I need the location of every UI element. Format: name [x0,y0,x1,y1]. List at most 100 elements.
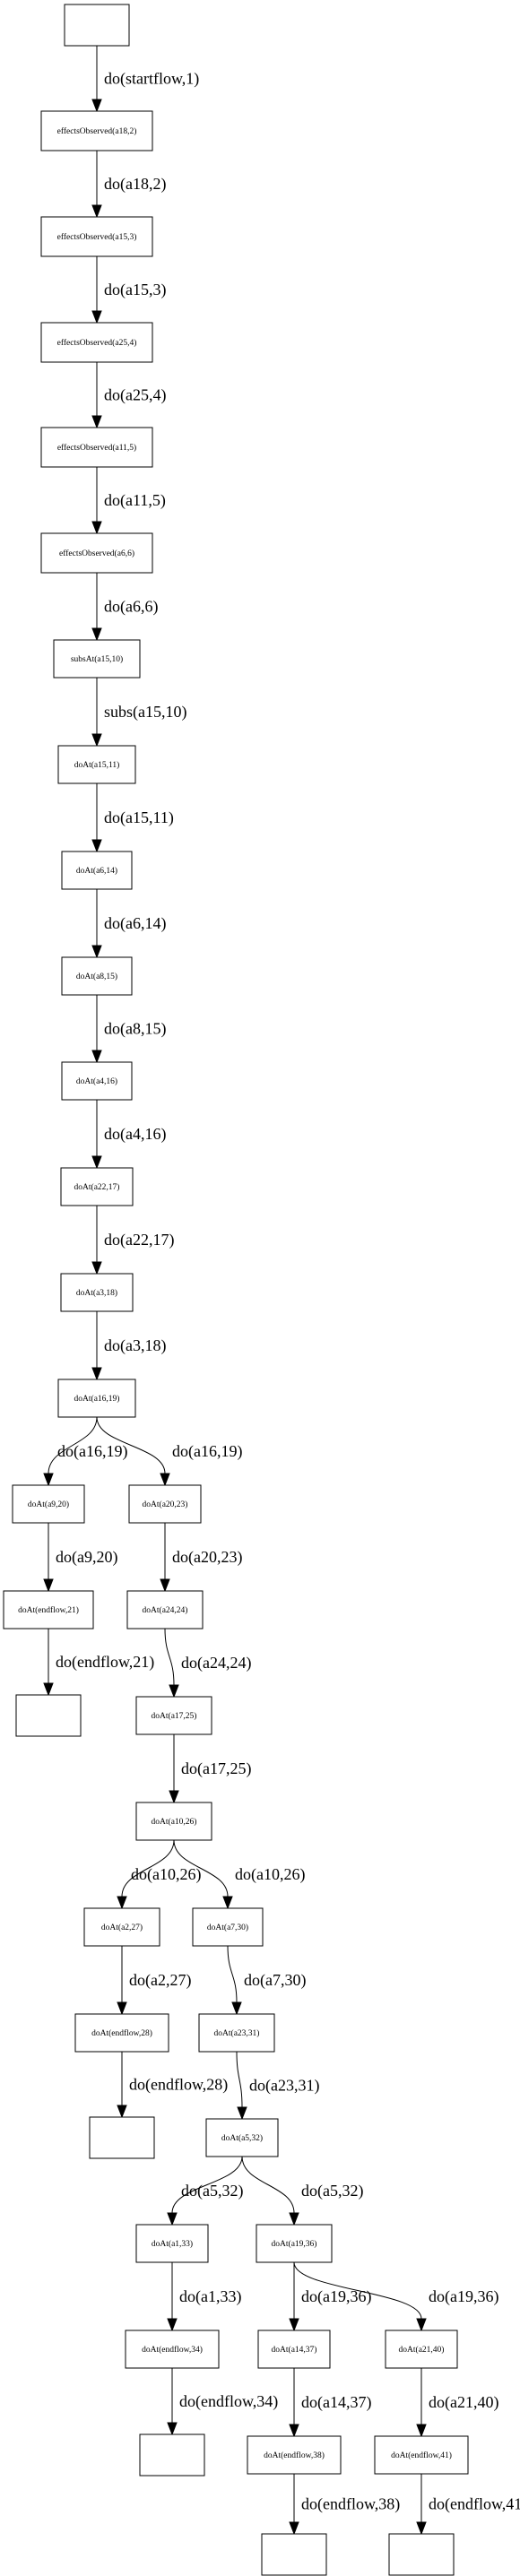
edge-label: do(endflow,21) [56,1653,154,1672]
node-box [257,2330,331,2369]
edge-label: do(endflow,28) [129,2076,228,2095]
node-n2: effectsObserved(a15,3) [40,216,153,257]
edge-label: do(a24,24) [181,1654,251,1673]
edge-n6-n7: subs(a15,10) [91,678,187,748]
node-n33: doAt(endflow,38) [247,2435,342,2475]
edge-n14-n16: do(a9,20) [43,1523,117,1593]
arrowhead-icon [91,521,102,535]
node-n28: doAt(a19,36) [256,2224,333,2263]
node-box [40,110,153,151]
arrowhead-icon [91,204,102,219]
edge-label: do(a5,32) [181,2182,243,2200]
node-n30: doAt(a14,37) [257,2330,331,2369]
edge-n31-n34: do(a21,40) [416,2368,498,2438]
edge-label: do(endflow,38) [301,2495,400,2514]
edge-label: do(a6,6) [104,598,158,617]
node-box [374,2435,469,2475]
node-box [40,427,153,468]
node-box [247,2435,342,2475]
edge-label: do(a21,40) [429,2393,498,2412]
edge-n1-n2: do(a18,2) [91,151,166,219]
edge-label: do(a17,25) [181,1759,251,1778]
edge-label: do(a8,15) [104,1020,166,1039]
node-n21: doAt(a2,27) [83,1907,160,1947]
edge-n19-n20: do(a17,25) [169,1734,251,1804]
node-n27: doAt(a1,33) [135,2224,209,2263]
arrowhead-icon [167,2422,178,2436]
edge-n24-n26: do(a23,31) [236,2051,319,2121]
edge-label: do(a6,14) [104,914,166,933]
node-n22: doAt(a7,30) [192,1907,264,1947]
node-box [12,1484,85,1524]
arrowhead-icon [160,1578,170,1593]
edge-n22-n24: do(a7,30) [227,1945,306,2016]
arrowhead-icon [117,2105,127,2119]
node-box [57,1379,136,1418]
node-box [83,1907,160,1947]
node-box [74,2013,169,2053]
arrowhead-icon [91,839,102,853]
node-n11: doAt(a22,17) [60,1167,134,1206]
node-label: subsAt(a15,10) [71,654,123,664]
nodes-layer: effectsObserved(a18,2)effectsObserved(a1… [3,4,469,2576]
edge-n28-n30: do(a19,36) [289,2262,371,2332]
node-label: doAt(a3,18) [76,1288,117,1298]
node-label: doAt(a10,26) [152,1817,197,1827]
edge-n27-n29: do(a1,33) [167,2262,241,2332]
node-n16: doAt(endflow,21) [3,1590,94,1629]
node-label: doAt(endflow,28) [91,2028,152,2038]
node-label: effectsObserved(a15,3) [57,232,137,242]
arrowhead-icon [91,310,102,324]
node-box [57,745,136,784]
edge-n12-n13: do(a3,18) [91,1311,166,1381]
arrowhead-icon [231,2001,242,2016]
edge-label: do(a11,5) [104,491,166,510]
arrowhead-icon [91,1261,102,1275]
edge-n20-n21: do(a10,26) [117,1839,201,1910]
edge-n9-n10: do(a8,15) [91,995,166,1064]
arrowhead-icon [91,1050,102,1064]
node-box [126,1590,204,1629]
node-label: doAt(a9,20) [28,1500,69,1509]
node-label: doAt(a16,19) [74,1394,120,1404]
edge-label: do(a22,17) [104,1231,174,1249]
node-n12: doAt(a3,18) [60,1273,134,1312]
edge-label: do(a19,36) [429,2287,498,2306]
node-label: doAt(a1,33) [152,2239,193,2249]
arrowhead-icon [169,1684,179,1699]
node-label: doAt(endflow,21) [18,1605,79,1615]
edge-label: do(a25,4) [104,386,166,405]
node-n5: effectsObserved(a6,6) [40,532,153,574]
edge-n26-n28: do(a5,32) [241,2156,363,2226]
arrowhead-icon [91,945,102,959]
edge-n8-n9: do(a6,14) [91,889,166,959]
node-label: doAt(a19,36) [272,2239,317,2249]
node-label: doAt(a20,23) [143,1500,188,1509]
node-box [60,1273,134,1312]
node-n32 [139,2433,205,2477]
node-box [256,2224,333,2263]
arrowhead-icon [169,1790,179,1804]
arrowhead-icon [91,1367,102,1381]
arrowhead-icon [167,2212,178,2226]
edge-label: do(a9,20) [56,1548,117,1567]
edge-n16-n18: do(endflow,21) [43,1629,154,1697]
edge-line [173,1839,229,1897]
edge-label: do(a5,32) [301,2182,363,2200]
edge-label: do(a14,37) [301,2393,371,2412]
edge-line [293,2261,422,2320]
node-box [60,1167,134,1206]
edge-label: do(a15,11) [104,808,174,827]
node-box [135,2224,209,2263]
node-n31: doAt(a21,40) [385,2330,458,2369]
node-label: effectsObserved(a11,5) [57,443,136,453]
edge-n30-n33: do(a14,37) [289,2368,371,2438]
arrowhead-icon [91,627,102,642]
node-n17: doAt(a24,24) [126,1590,204,1629]
arrowhead-icon [167,2318,178,2332]
node-n24: doAt(a23,31) [198,2013,275,2053]
edge-line [227,1945,238,2003]
node-box [388,2533,455,2576]
arrowhead-icon [91,99,102,113]
